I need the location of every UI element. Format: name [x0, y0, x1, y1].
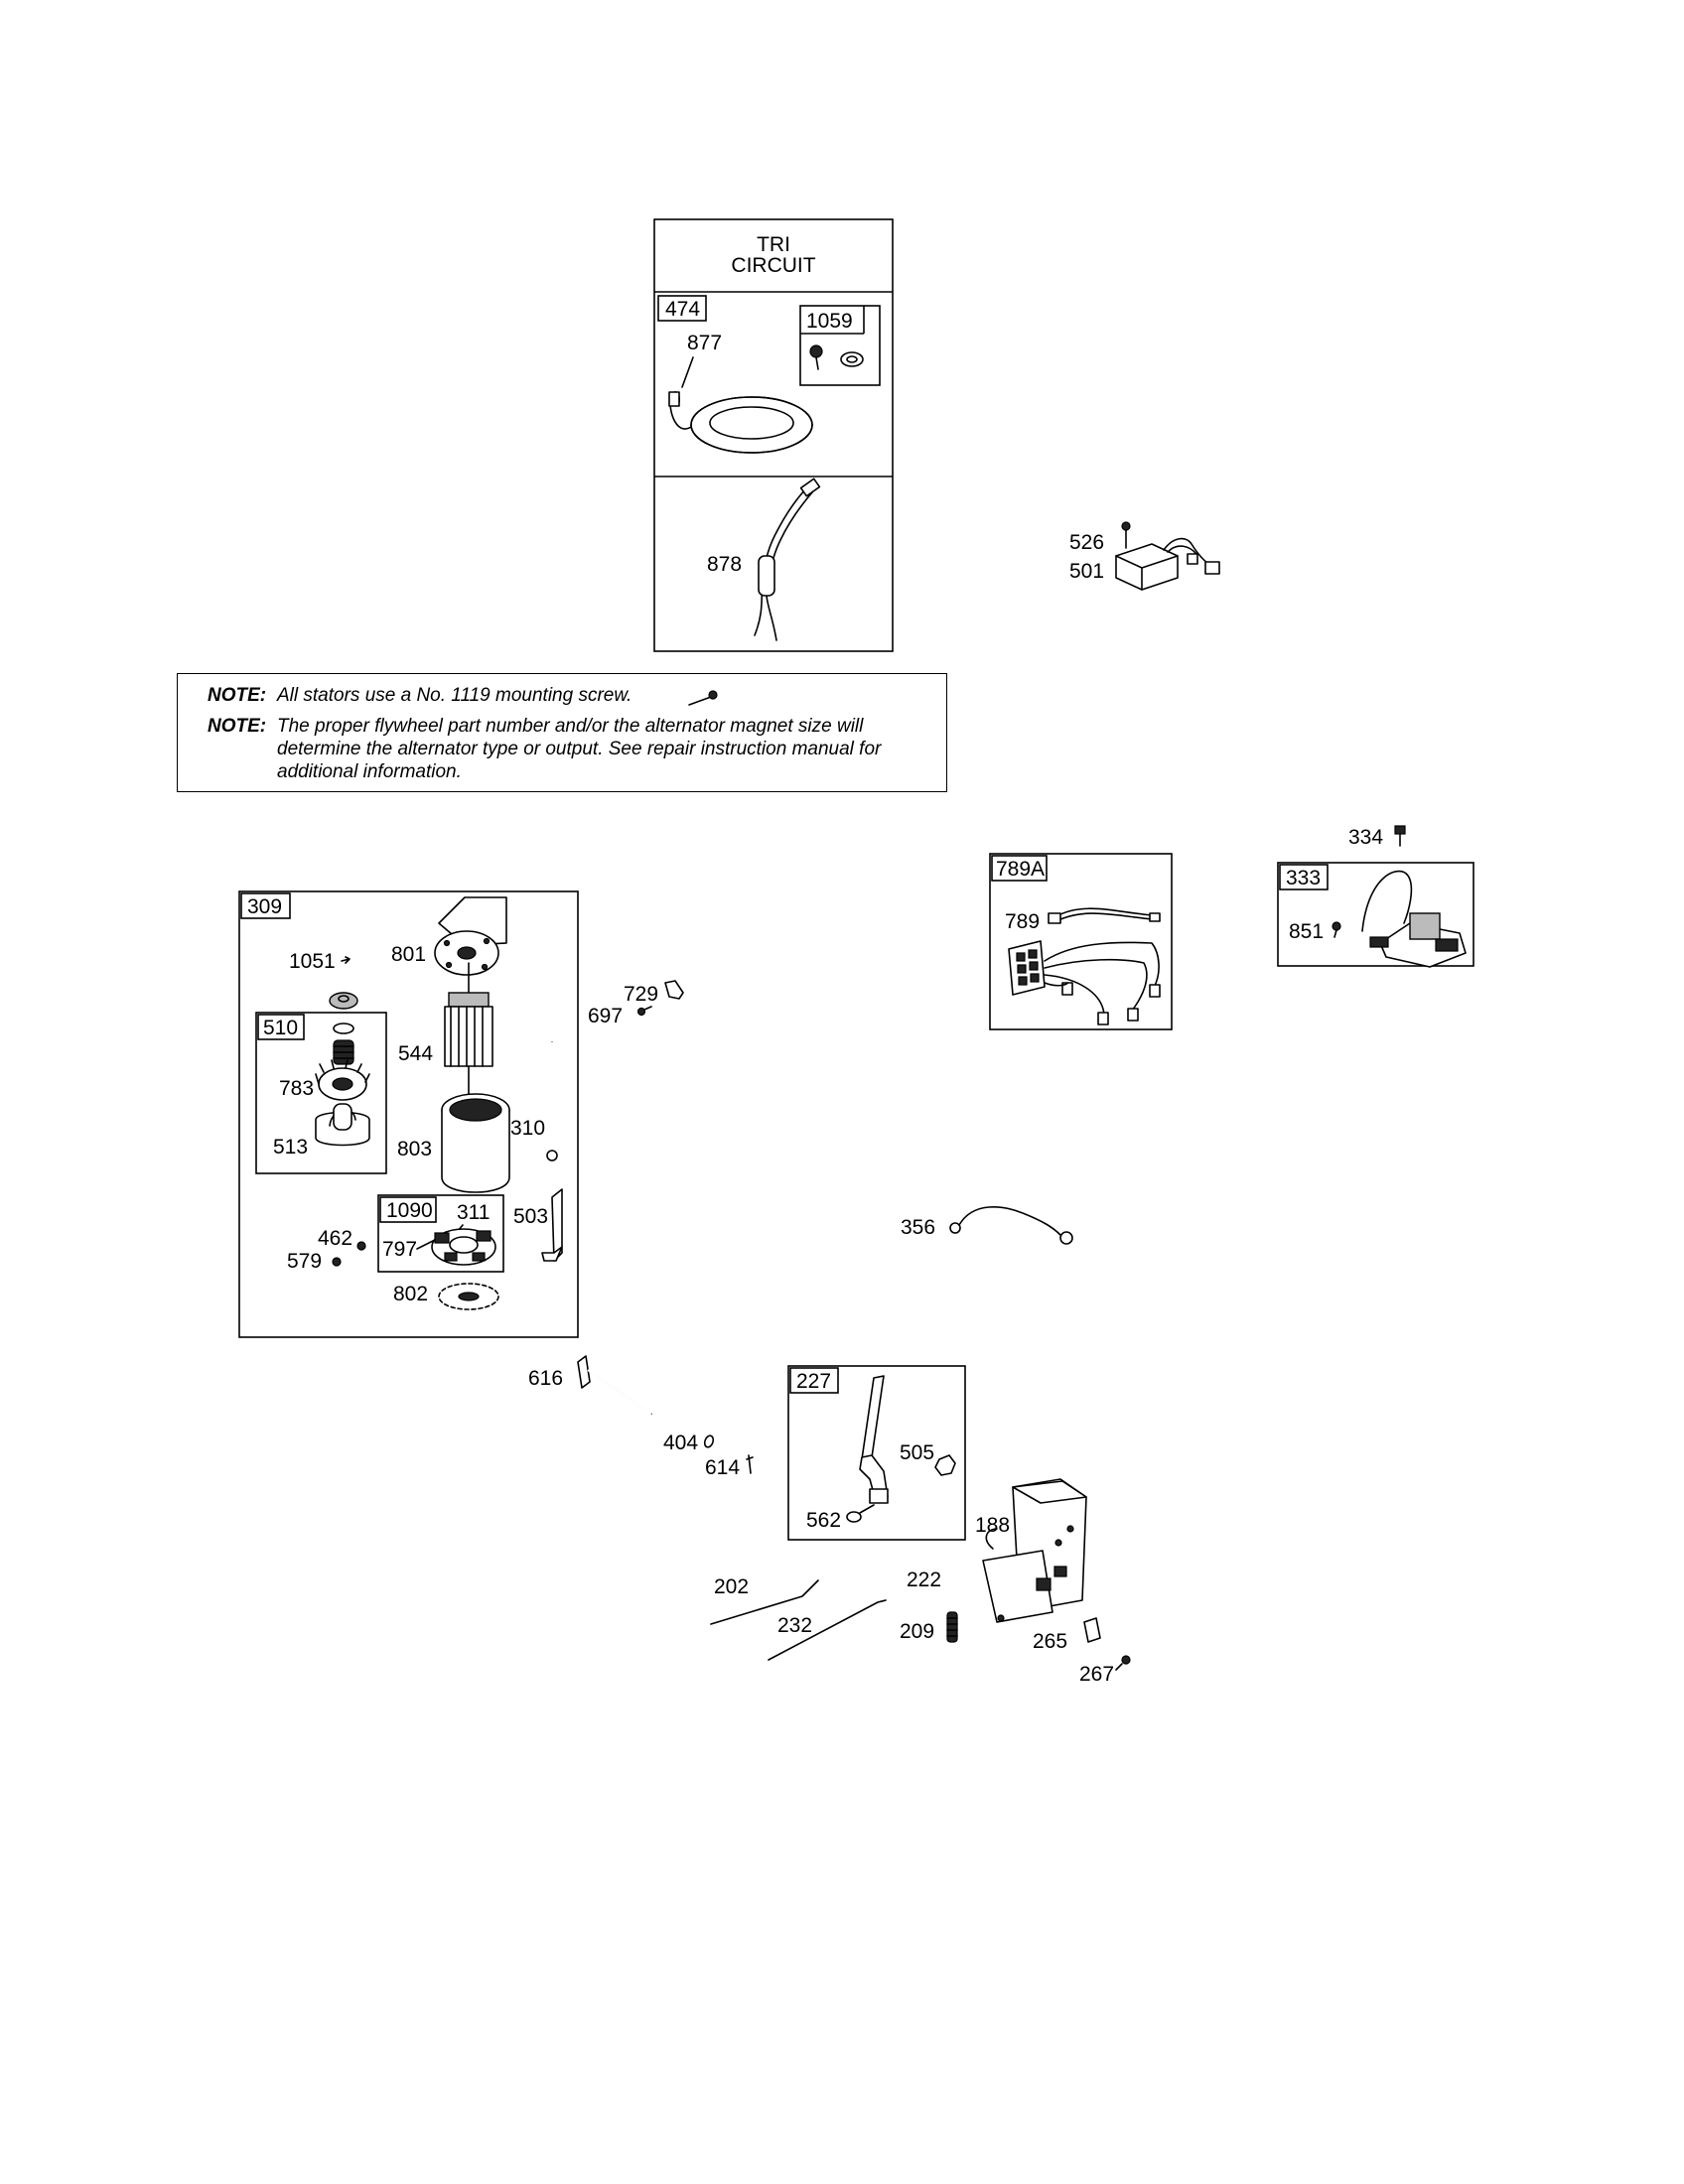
harness-frame	[989, 853, 1173, 1030]
starter-panel: 309 1051 801 510 783	[238, 890, 579, 1338]
misc-fasteners: 729 697	[588, 980, 684, 1027]
armature-icon	[444, 962, 493, 1095]
part-503-label: 503	[513, 1205, 548, 1228]
tri-circuit-title-2: CIRCUIT	[731, 254, 815, 277]
note-text: All stators use a No. 1119 mounting scre…	[277, 685, 632, 706]
part-404-label: 404	[663, 1432, 698, 1454]
part-616-label: 616	[528, 1367, 563, 1390]
part-803-label: 803	[397, 1138, 432, 1160]
part-462-label: 462	[318, 1227, 352, 1250]
control-bracket-group: 188 222 202 232 209 265 267	[710, 1478, 1131, 1686]
kit-789A-label: 789A	[996, 858, 1045, 881]
tri-circuit-panel: TRI CIRCUIT 474 1059 877 878	[653, 218, 894, 652]
note-text: The proper flywheel part number and/or t…	[277, 716, 882, 782]
part-697-label: 697	[588, 1005, 623, 1027]
spring-icon	[946, 1611, 958, 1643]
nut-icon	[934, 1454, 956, 1476]
control-bracket-icon	[982, 1478, 1087, 1623]
drive-kit-icon	[315, 1023, 370, 1147]
kit-1090-label: 1090	[386, 1199, 433, 1222]
part-232-label: 232	[777, 1614, 812, 1637]
part-334-label: 334	[1348, 826, 1383, 849]
part-202-label: 202	[714, 1575, 749, 1598]
end-cap-icon	[434, 896, 507, 976]
kit-474-label: 474	[665, 298, 700, 321]
stator-icon	[668, 391, 813, 454]
part-513-label: 513	[273, 1136, 308, 1159]
part-802-label: 802	[393, 1283, 428, 1305]
part-311-label: 311	[457, 1201, 490, 1224]
part-851-label: 851	[1289, 920, 1324, 943]
part-797-label: 797	[382, 1238, 417, 1261]
clip-265-icon	[1083, 1617, 1101, 1643]
note-row-2: NOTE: The proper flywheel part number an…	[208, 715, 932, 783]
part-562-label: 562	[806, 1509, 841, 1532]
ignition-panel: 334 333 851	[1277, 825, 1474, 968]
choke-link-icon	[768, 1599, 887, 1661]
regulator-group: 526 501	[1069, 521, 1220, 591]
starter-frame	[238, 890, 579, 1338]
kit-227-label: 227	[796, 1370, 831, 1393]
ground-wire-icon	[949, 1206, 1073, 1245]
harness-panel: 789A 789	[989, 853, 1173, 1030]
notes-box: NOTE: All stators use a No. 1119 mountin…	[177, 673, 947, 792]
ignition-coil-icon	[1361, 870, 1467, 968]
part-356-label: 356	[901, 1216, 935, 1239]
shoulder-bolt-icon	[846, 1504, 875, 1523]
wire-harness-icon	[1008, 907, 1161, 1025]
part-614-label: 614	[705, 1456, 740, 1479]
part-505-label: 505	[900, 1441, 934, 1464]
brush-card-icon	[431, 1228, 496, 1266]
alternator-wire-icon	[754, 478, 821, 641]
part-878-label: 878	[707, 553, 742, 576]
tri-circuit-title-1: TRI	[757, 233, 790, 256]
part-222-label: 222	[907, 1569, 941, 1591]
through-bolt-icon	[546, 1041, 558, 1161]
control-lever-icon	[859, 1375, 889, 1504]
part-801-label: 801	[391, 943, 426, 966]
part-729-label: 729	[624, 983, 658, 1006]
kit-510-label: 510	[263, 1017, 298, 1039]
screw-icon	[636, 1007, 646, 1017]
part-209-label: 209	[900, 1620, 934, 1643]
part-267-label: 267	[1079, 1663, 1114, 1686]
ground-wire-group: 356	[901, 1206, 1073, 1245]
part-877-label: 877	[687, 332, 722, 354]
screw-washer-icon	[809, 344, 864, 370]
shaft-icon	[577, 1355, 652, 1415]
part-310-label: 310	[510, 1117, 545, 1140]
part-783-label: 783	[279, 1077, 314, 1100]
note-row-1: NOTE: All stators use a No. 1119 mountin…	[208, 684, 932, 707]
kit-309-label: 309	[247, 895, 282, 918]
part-265-label: 265	[1033, 1630, 1067, 1653]
kit-1059-label: 1059	[806, 310, 853, 333]
motor-housing-icon	[441, 1093, 510, 1193]
plate-icon	[438, 1283, 499, 1310]
note-key: NOTE:	[208, 716, 267, 737]
ignition-frame	[1277, 862, 1474, 967]
control-lever-frame	[787, 1365, 966, 1541]
clip-icon	[664, 980, 684, 1000]
mounting-screw-icon	[688, 690, 718, 706]
shaft-group: 616 404 614	[528, 1355, 754, 1479]
part-1051-label: 1051	[289, 950, 336, 973]
part-579-label: 579	[287, 1250, 322, 1273]
regulator-icon	[1115, 521, 1220, 591]
bracket-icon	[541, 1188, 563, 1262]
kit-333-label: 333	[1286, 867, 1321, 889]
part-526-label: 526	[1069, 531, 1104, 554]
part-188-label: 188	[975, 1514, 1010, 1537]
part-544-label: 544	[398, 1042, 433, 1065]
screw-267-icon	[1115, 1655, 1131, 1671]
ignition-screw-icon	[1394, 825, 1406, 847]
note-key: NOTE:	[208, 685, 267, 706]
governor-link-icon	[710, 1579, 819, 1625]
tri-circuit-frame	[653, 218, 894, 652]
part-501-label: 501	[1069, 560, 1104, 583]
part-789-label: 789	[1005, 910, 1040, 933]
control-lever-panel: 227 505 562	[787, 1365, 966, 1541]
